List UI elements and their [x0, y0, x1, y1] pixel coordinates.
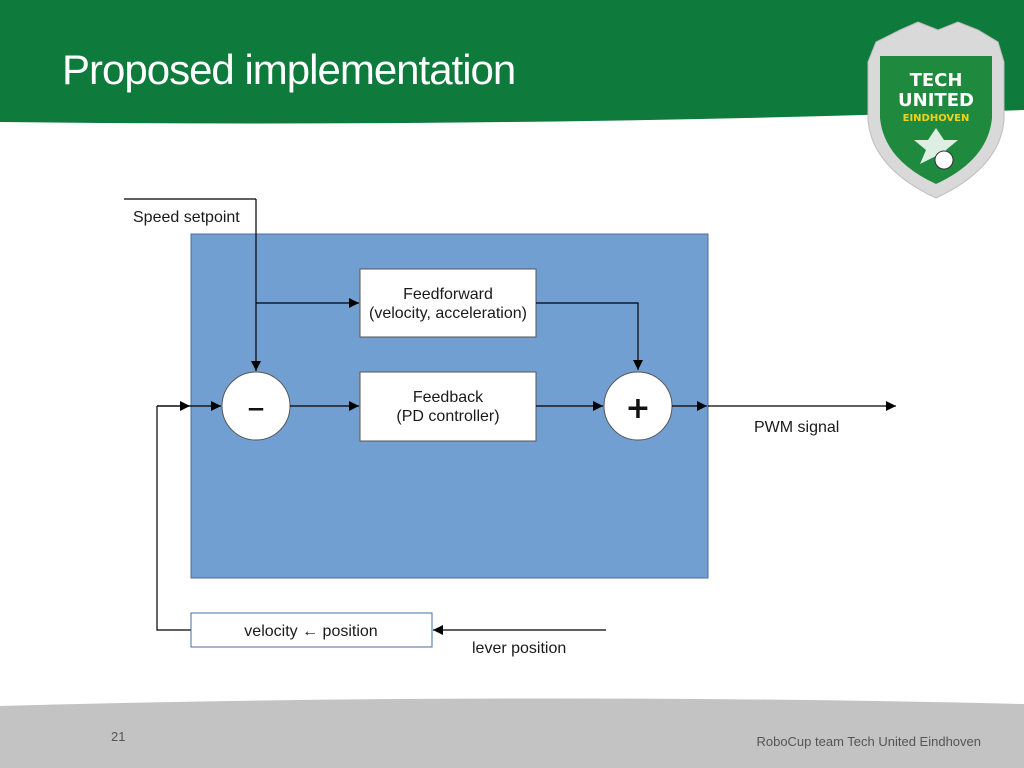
- logo-ball-icon: [934, 150, 954, 170]
- lever-position-label: lever position: [472, 640, 566, 657]
- logo-text-eindhoven: EINDHOVEN: [903, 113, 970, 124]
- feedforward-subtitle: (velocity, acceleration): [369, 305, 527, 322]
- page-number: 21: [111, 729, 125, 744]
- logo-inner-shield: [880, 56, 992, 184]
- velocity-position-label: velocity ← position: [244, 623, 377, 640]
- footer-credit: RoboCup team Tech United Eindhoven: [756, 734, 981, 749]
- logo-text-tech: TECH: [910, 70, 963, 91]
- subtract-symbol: –: [247, 387, 265, 428]
- feedback-title: Feedback: [413, 389, 484, 406]
- tech-united-logo: TECH UNITED EINDHOVEN: [867, 21, 1005, 199]
- pwm-output-label: PWM signal: [754, 419, 839, 436]
- feedback-loop-line: [156, 406, 191, 631]
- feedback-block: [359, 371, 537, 442]
- setpoint-label: Speed setpoint: [133, 209, 240, 226]
- velocity-position-block: [190, 612, 433, 648]
- logo-text-united: UNITED: [898, 90, 974, 111]
- feedforward-block: [359, 268, 537, 338]
- sum-symbol: +: [625, 391, 650, 426]
- feedforward-to-sum-arrow: [536, 302, 643, 370]
- feedback-subtitle: (PD controller): [396, 408, 499, 425]
- slide-title: Proposed implementation: [62, 46, 515, 93]
- footer-band: [0, 698, 1024, 768]
- header-band: [0, 0, 1024, 124]
- feedforward-title: Feedforward: [403, 286, 493, 303]
